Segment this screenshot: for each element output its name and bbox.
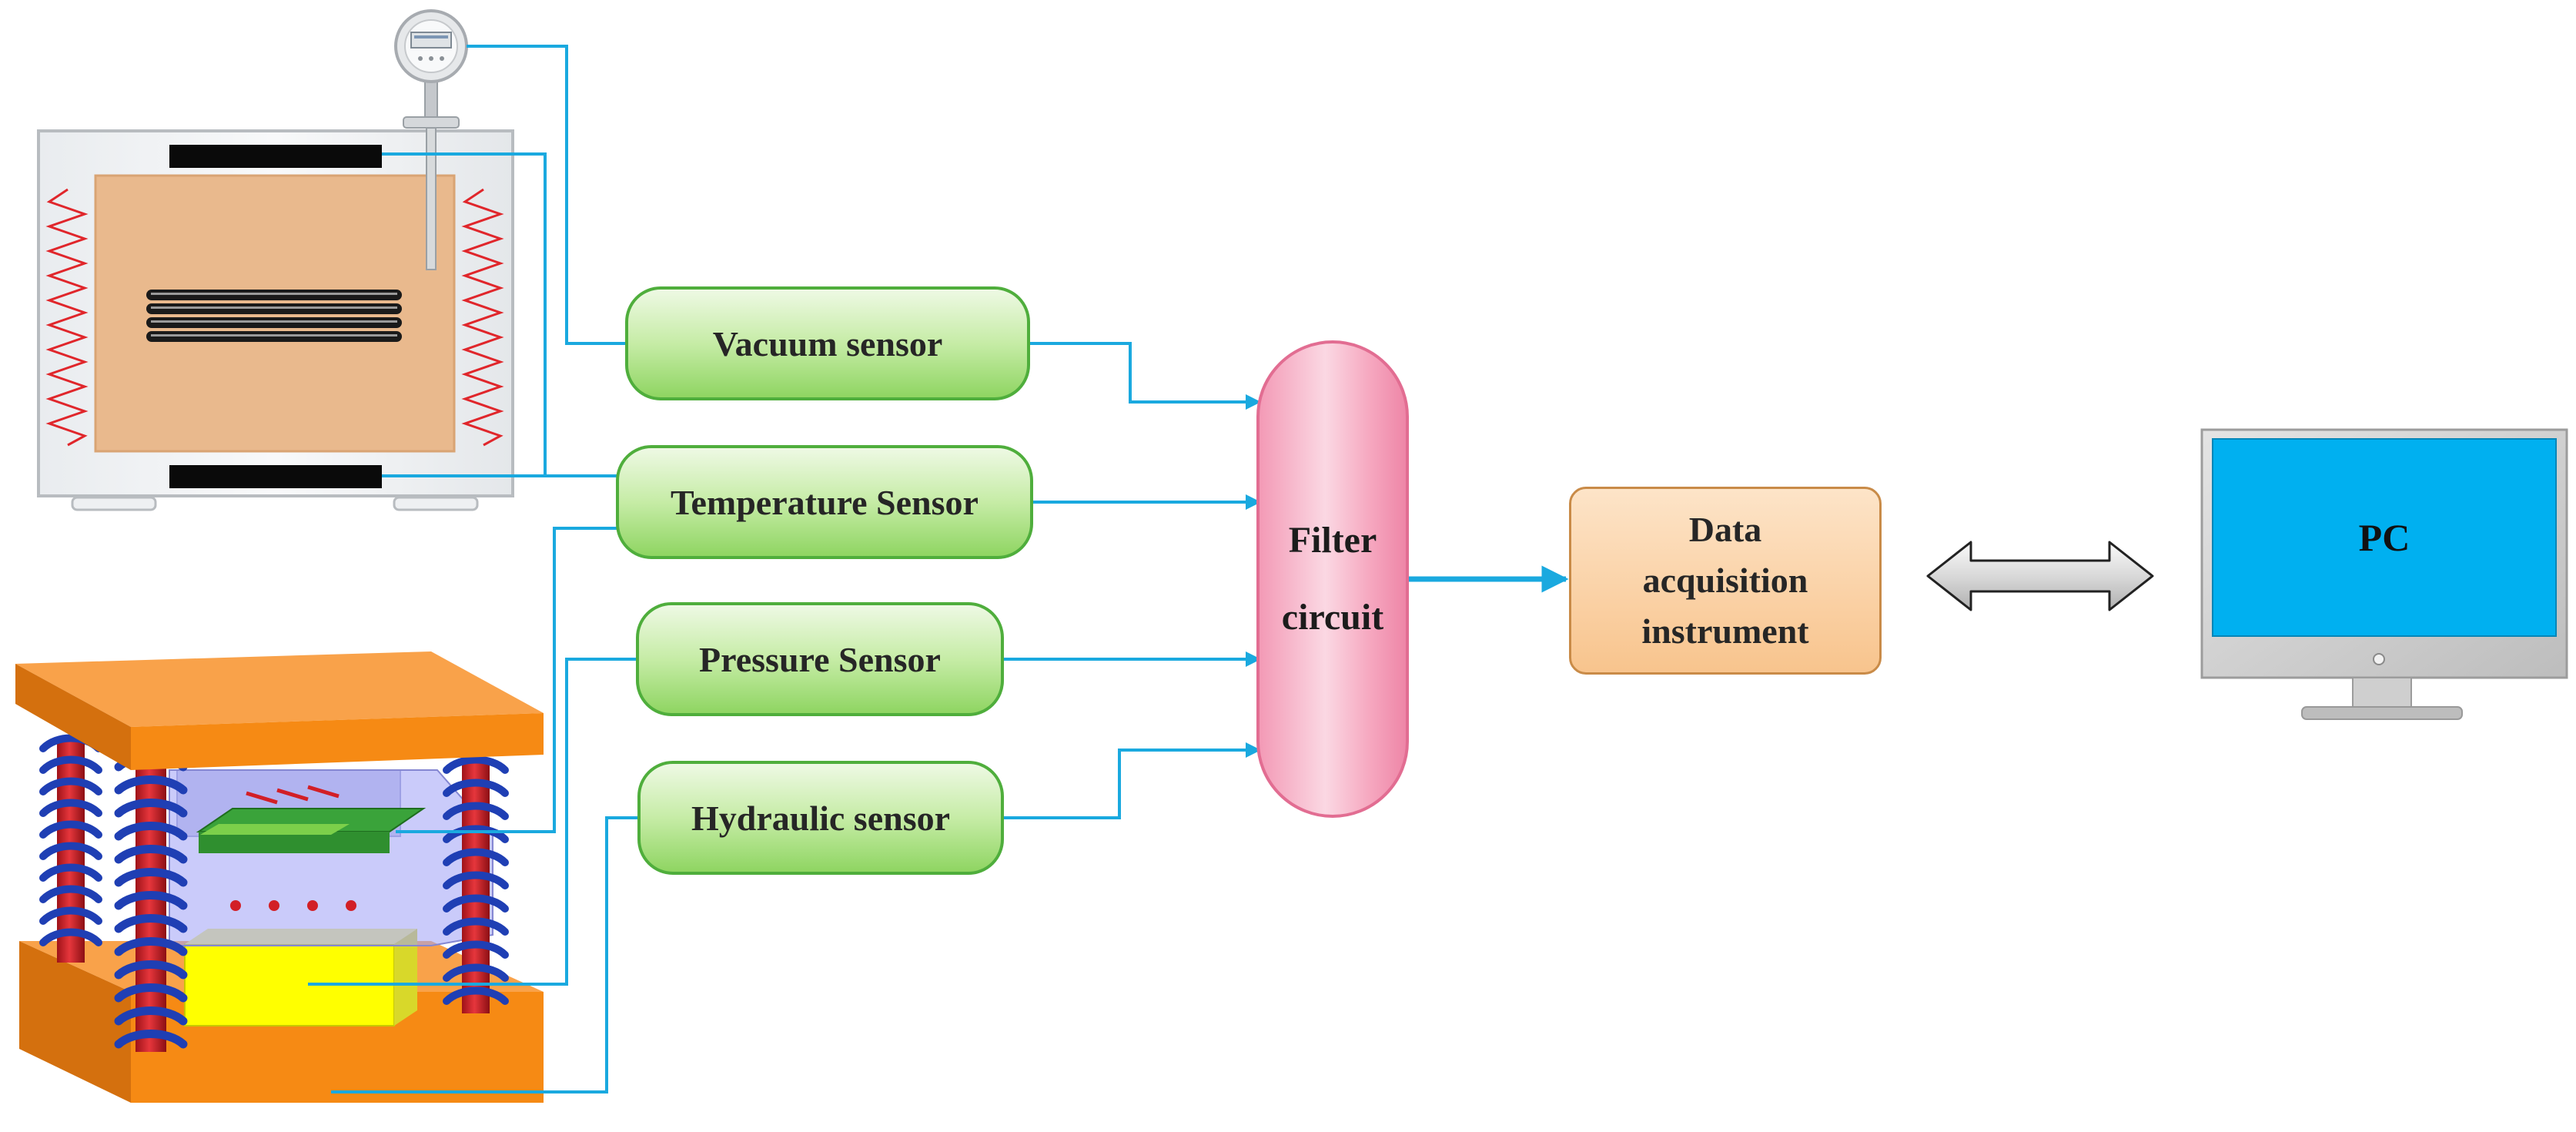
bidirectional-arrow-icon bbox=[1926, 541, 2154, 611]
vacuum-sensor-label: Vacuum sensor bbox=[712, 323, 943, 363]
stacked-specimen bbox=[146, 290, 402, 342]
die-assembly bbox=[169, 769, 493, 1027]
column-right-back bbox=[443, 755, 509, 1013]
pressure-sensor-label: Pressure Sensor bbox=[699, 639, 941, 679]
heater-coil-left bbox=[45, 188, 89, 447]
column-left-front bbox=[114, 752, 188, 1052]
vacuum-gauge-icon bbox=[394, 9, 468, 129]
daq-label-line2: acquisition bbox=[1642, 561, 1808, 600]
column-left-back bbox=[39, 734, 102, 963]
signal-wires bbox=[308, 45, 639, 1093]
vacuum-sensor-box: Vacuum sensor bbox=[625, 286, 1030, 400]
data-acquisition-box: Data acquisition instrument bbox=[1569, 487, 1882, 675]
top-plate bbox=[15, 651, 544, 770]
temperature-sensor-box: Temperature Sensor bbox=[616, 445, 1033, 559]
hydraulic-sensor-label: Hydraulic sensor bbox=[691, 798, 951, 838]
hydraulic-press bbox=[15, 651, 544, 1103]
thermocouple-probe-icon bbox=[426, 127, 437, 270]
hydraulic-sensor-box: Hydraulic sensor bbox=[637, 761, 1004, 875]
daq-label-line1: Data bbox=[1688, 510, 1762, 549]
temperature-sensor-label: Temperature Sensor bbox=[671, 482, 979, 522]
pc-monitor-icon bbox=[2200, 428, 2568, 720]
vacuum-chamber bbox=[37, 129, 514, 511]
heater-coil-right bbox=[461, 188, 504, 447]
filter-circuit-box: Filter circuit bbox=[1256, 340, 1409, 818]
daq-label-line3: instrument bbox=[1641, 611, 1809, 651]
input-arrows bbox=[1002, 342, 1261, 819]
pc-label: PC bbox=[2358, 516, 2410, 559]
pressure-sensor-box: Pressure Sensor bbox=[636, 602, 1004, 716]
filter-label-line2: circuit bbox=[1281, 597, 1384, 638]
filter-label-line1: Filter bbox=[1288, 520, 1377, 561]
